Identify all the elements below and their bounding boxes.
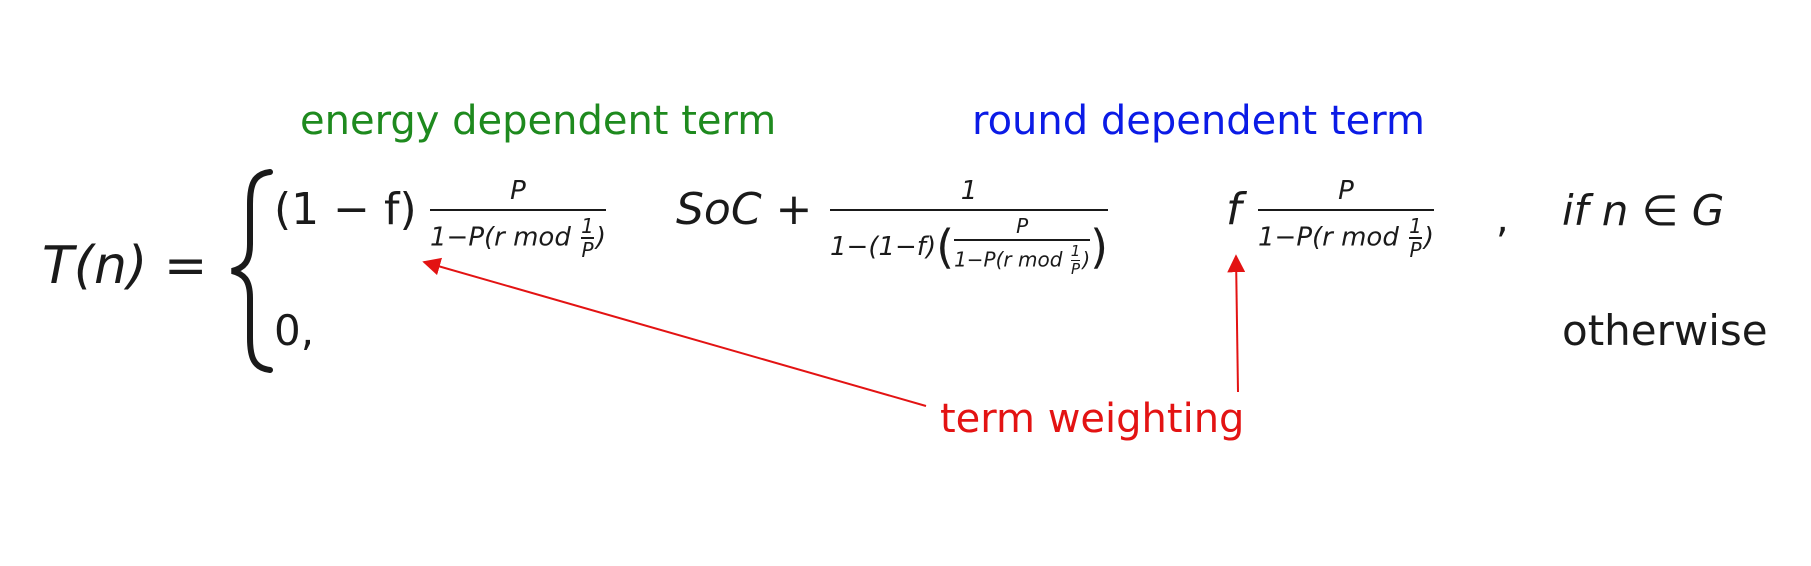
fraction-1-bar: [430, 209, 606, 211]
equation-lhs: T(n) =: [42, 236, 208, 296]
case2-condition: otherwise: [1562, 306, 1768, 355]
case2-value: 0,: [274, 306, 315, 355]
cases-brace: [231, 169, 273, 373]
soc-term: SoC +: [676, 184, 813, 235]
term-weighting-label: term weighting: [940, 396, 1245, 442]
fraction-2-bar: [830, 209, 1109, 211]
case1-condition: if n ∈ G: [1562, 186, 1725, 235]
arrow-to-one-minus-f: [422, 257, 927, 407]
fraction-2-numerator: 1: [960, 176, 978, 206]
weighting-f: f: [1226, 184, 1242, 235]
energy-term-label: energy dependent term: [300, 98, 777, 144]
arrow-to-f: [1227, 254, 1246, 393]
case1-comma: ,: [1496, 196, 1509, 242]
fraction-1-numerator: P: [510, 176, 526, 206]
fraction-3-bar: [1258, 209, 1434, 211]
fraction-3-numerator: P: [1338, 176, 1354, 206]
round-term-label: round dependent term: [972, 98, 1425, 144]
case1-prefix: (1 − f): [274, 184, 417, 235]
